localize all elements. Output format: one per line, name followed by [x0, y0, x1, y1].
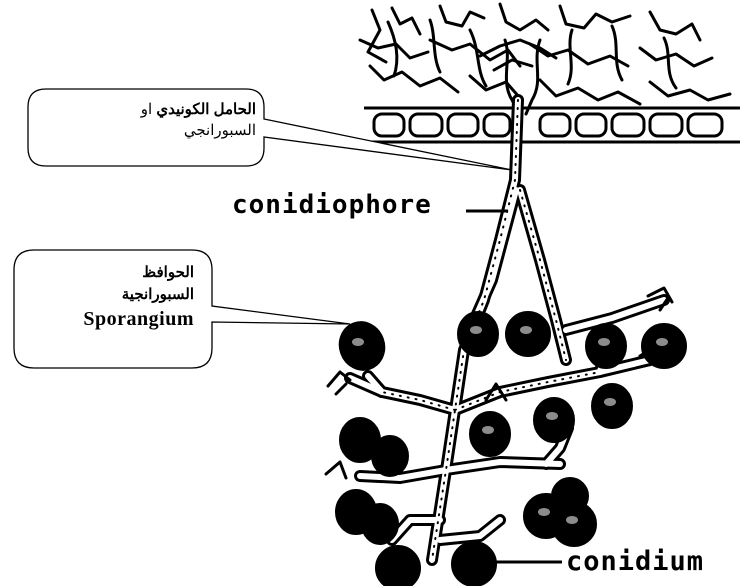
callout-sporangium-line1: الحوافظ	[14, 262, 194, 284]
callout-conidiophore-line2: السبورانجي	[28, 120, 256, 141]
host-cell-layer	[364, 108, 740, 142]
callout-sporangium-line2: السبورانجية	[14, 284, 194, 306]
callout-conidiophore-text: الحامل الكونيدي او السبورانجي	[28, 99, 256, 141]
callout-sporangium-text: الحوافظ السبورانجية Sporangium	[14, 262, 194, 332]
label-conidiophore: conidiophore	[232, 190, 432, 220]
callout-conidiophore-line1-rest: او	[141, 101, 157, 118]
callout-sporangium-line3: Sporangium	[14, 306, 194, 332]
label-conidium: conidium	[566, 546, 704, 577]
callout-conidiophore-line1: الحامل الكونيدي او	[28, 99, 256, 120]
host-tissue	[360, 4, 730, 114]
callout-conidiophore-line1-bold: الحامل الكونيدي	[156, 101, 256, 118]
sporangia	[333, 312, 686, 586]
